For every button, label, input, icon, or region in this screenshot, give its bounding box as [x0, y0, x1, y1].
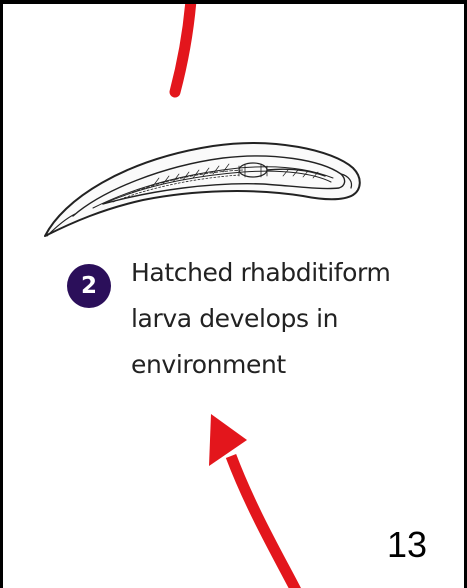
- red-arrow-bottom-icon: [225, 454, 301, 588]
- step-description-line: environment: [131, 350, 286, 379]
- red-arrow-top-icon: [169, 4, 197, 98]
- page-number: 13: [387, 524, 428, 565]
- step-number-badge: 2: [67, 264, 111, 308]
- diagram-canvas: [44, 4, 361, 588]
- step-description: Hatched rhabditiform larva develops in e…: [131, 250, 431, 388]
- step-description-line: Hatched rhabditiform: [131, 258, 391, 287]
- red-arrowhead-icon: [209, 414, 247, 466]
- step-description-line: larva develops in: [131, 304, 339, 333]
- larva-icon: [44, 142, 361, 237]
- step-number: 2: [80, 273, 97, 299]
